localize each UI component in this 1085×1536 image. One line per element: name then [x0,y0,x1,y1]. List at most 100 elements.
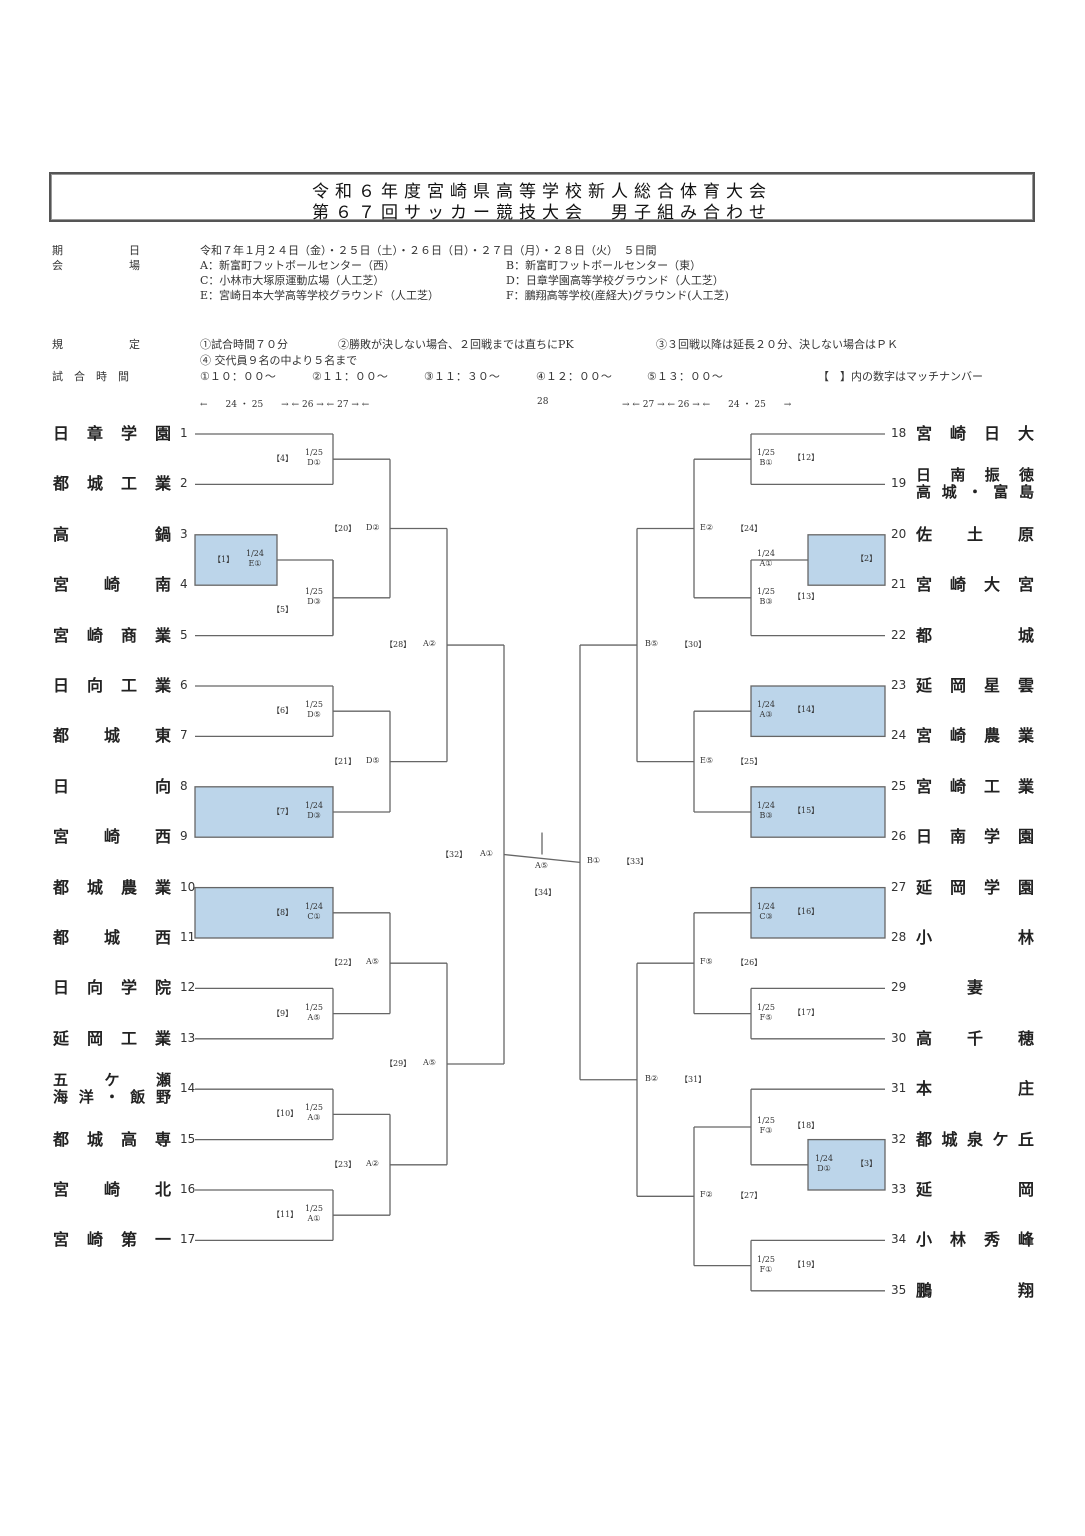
team-name-char: 岡 [949,676,966,695]
period-label: 期 日 [52,244,140,257]
match-venue-slot: A⑤ [307,1012,321,1022]
period-value: 令和７年１月２４日（金）・２５日（土）・２６日（日）・２７日（月）・２８日（火）… [200,244,657,257]
match-number: 【31】 [680,1074,707,1084]
team-name: 宮崎北 [53,1181,171,1199]
team-name-char: 城 [941,1129,958,1149]
match-slot: E② [700,523,713,533]
team-name: 宮崎第一 [53,1231,171,1249]
team-name-char: 都 [53,726,70,746]
team-name: 日向 [53,776,171,796]
match-venue-slot: D⑤ [366,755,380,765]
team-name-char: 岡 [949,877,966,897]
team-name: 都城農業 [53,877,171,897]
match-date: 1/25 [305,1103,323,1113]
match-date: 1/25 [757,1002,775,1012]
team-name-char: 徳 [1018,466,1034,485]
seed-number: 6 [180,678,188,692]
time-2: ②１１：００～ [312,370,388,383]
time-3: ③１１：３０～ [424,370,500,383]
team-name: 都城東 [53,727,171,745]
match-number-note: 【 】内の数字はマッチナンバー [818,370,983,383]
team-name-char: 北 [154,1180,171,1199]
seed-number: 10 [180,879,196,894]
team-name-char: ・ [104,1088,120,1107]
team-name-char: 野 [155,1088,171,1107]
team-name-char: 高 [120,1129,137,1149]
team-name-char: 秀 [983,1230,1000,1250]
match-venue-slot: D① [307,458,321,468]
team-name-char: 業 [154,877,171,897]
match-3-box [807,1138,886,1191]
team-name-char: 高 [916,483,932,502]
team-name: 妻 [916,979,1034,997]
match-number: 【25】 [736,756,763,766]
match-date: 1/25 [305,700,323,710]
team-name-char: ケ [104,1071,120,1090]
team-name-char: 業 [1017,776,1034,796]
venue-label: 会 場 [52,259,140,272]
match-number: 【10】 [272,1109,299,1119]
team-name-char: 翔 [1017,1280,1034,1300]
match-number: 【1】 [213,555,235,564]
team-name-char: 林 [1017,928,1034,947]
match-date: 1/25 [757,448,775,458]
seed-number: 8 [180,778,188,793]
match-venue-slot: F① [759,1264,773,1274]
match-15-box [750,786,886,838]
match-venue-slot: B② [645,1073,659,1083]
match-slot: D⑤ [366,756,380,766]
team-name-char: 都 [916,1129,933,1149]
match-number: 【13】 [793,591,820,601]
team-name-char: 宮 [53,1180,70,1199]
team-name-char: 小 [916,1230,933,1250]
match-venue-slot: D② [366,522,380,532]
match-number: 【34】 [530,887,557,897]
team-name-char: 延 [916,1180,933,1199]
team-name: 都城西 [53,929,171,947]
seed-number: 14 [180,1081,196,1096]
team-name-char: 崎 [86,625,103,645]
match-venue-slot: A⑤ [423,1058,436,1067]
team-name-char: 日 [916,466,932,485]
team-name-char: 城 [103,726,120,746]
match-number: 【30】 [680,640,707,650]
team-name-char: 向 [86,978,103,998]
team-name-char: 延 [916,877,933,897]
team-name-char: 都 [916,625,933,645]
seed-number: 20 [891,526,907,541]
team-name: 高鍋 [53,524,171,544]
team-name-char: ・ [967,483,983,502]
rule-2: ②勝敗が決しない場合、２回戦までは直ちにPK [338,338,574,351]
seed-number: 29 [891,980,907,995]
rules-label: 規 定 [52,338,140,351]
match-slot: A② [423,639,436,649]
team-name-char: 業 [154,625,171,645]
match-venue-slot: A① [307,1214,321,1224]
team-name-char: 業 [1017,726,1034,746]
team-name-char: 鍋 [154,524,171,544]
team-name-char: 向 [154,776,171,796]
seed-number: 7 [180,728,188,743]
team-name-char: 日 [53,424,70,443]
team-name: 佐土原 [916,525,1034,544]
team-name-char: 業 [154,1028,171,1048]
match-slot: A① [480,849,493,859]
team-name-char: 園 [154,424,171,443]
team-name-char: 日 [53,978,70,998]
match-number: 【33】 [622,857,649,867]
seed-number: 18 [891,426,907,440]
title-line-2: 第６７回サッカー競技大会 男子組み合わせ [312,203,772,223]
team-name-char: 宮 [53,625,70,645]
match-number: 【20】 [330,523,357,533]
team-name-char: 崎 [86,1230,103,1250]
team-name-char: 第 [120,1230,137,1250]
team-name-char: 城 [103,928,120,947]
seed-number: 16 [180,1182,196,1196]
team-name-char: 林 [949,1230,966,1250]
team-name-char: ケ [992,1129,1009,1149]
team-name: 鵬翔 [916,1280,1034,1300]
match-date: 1/25 [305,1204,323,1214]
